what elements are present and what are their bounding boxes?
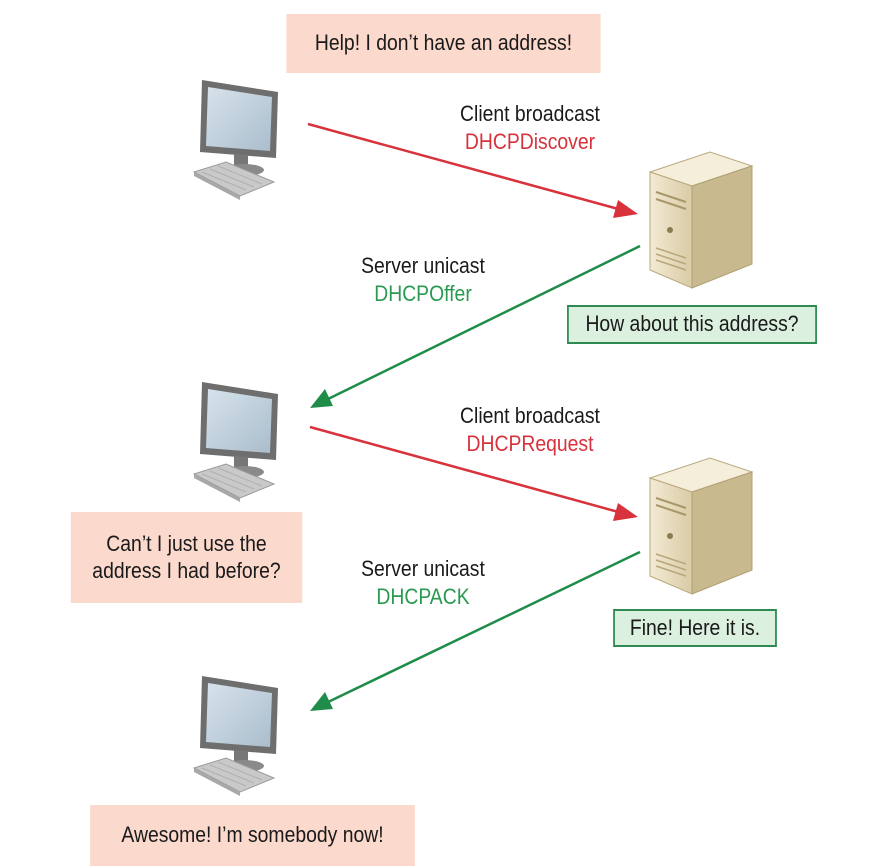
arrow-dhcpack: [310, 550, 641, 711]
desktop-computer-icon: [193, 381, 279, 503]
label-dhcpack: Server unicast DHCPACK: [331, 555, 516, 611]
arrow-dhcpdiscover: [307, 122, 638, 218]
client-message-3-text: Awesome! I’m somebody now!: [121, 822, 384, 848]
label-dhcprequest-name: DHCPRequest: [466, 431, 594, 456]
desktop-computer-icon: [193, 79, 279, 201]
client-message-2-text: Can’t I just use the address I had befor…: [92, 530, 281, 583]
label-dhcpack-type: Server unicast: [361, 556, 485, 581]
client-message-2: Can’t I just use the address I had befor…: [70, 512, 303, 603]
server-message-1-text: How about this address?: [585, 311, 799, 337]
arrow-dhcpoffer: [310, 244, 641, 408]
label-dhcprequest-type: Client broadcast: [460, 403, 600, 428]
label-dhcpoffer: Server unicast DHCPOffer: [331, 252, 516, 308]
desktop-computer-icon: [193, 675, 279, 797]
arrow-dhcprequest: [309, 425, 638, 521]
client-message-1-text: Help! I don’t have an address!: [314, 30, 573, 56]
label-dhcpdiscover-name: DHCPDiscover: [464, 129, 596, 154]
server-message-2-text: Fine! Here it is.: [629, 614, 761, 640]
label-dhcpoffer-name: DHCPOffer: [374, 281, 472, 306]
label-dhcprequest: Client broadcast DHCPRequest: [433, 402, 627, 458]
tower-server-icon: [649, 151, 753, 289]
label-dhcpdiscover: Client broadcast DHCPDiscover: [433, 100, 627, 156]
label-dhcpack-name: DHCPACK: [376, 584, 470, 609]
client-message-3: Awesome! I’m somebody now!: [90, 805, 415, 866]
server-message-1: How about this address?: [567, 305, 817, 344]
tower-server-icon: [649, 457, 753, 595]
server-message-2: Fine! Here it is.: [613, 609, 777, 647]
label-dhcpoffer-type: Server unicast: [361, 253, 485, 278]
label-dhcpdiscover-type: Client broadcast: [460, 101, 600, 126]
client-message-1: Help! I don’t have an address!: [286, 14, 601, 73]
